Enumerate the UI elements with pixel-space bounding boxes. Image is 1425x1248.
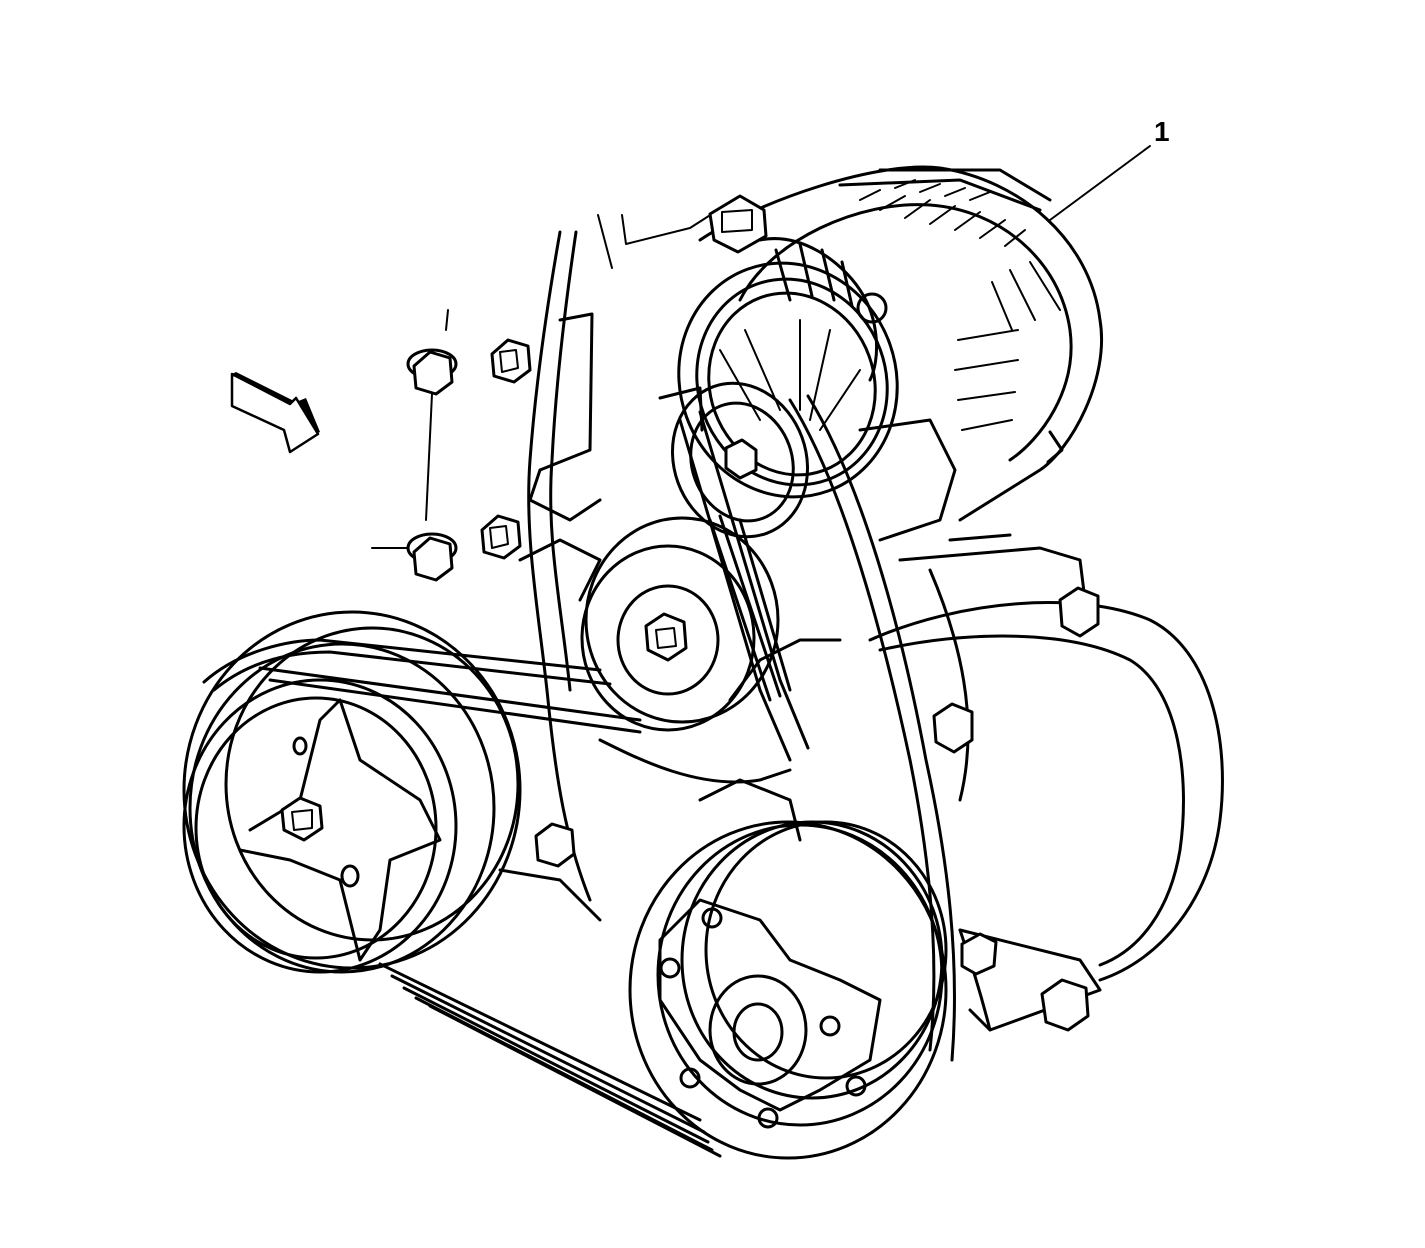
bolt [406,348,458,396]
bolt [1040,978,1090,1032]
callout-number: 1 [1154,116,1170,147]
idler-pulley [580,516,780,732]
bolt [534,822,576,868]
view-direction-arrow-icon [230,372,320,454]
crankshaft-pulley [182,610,522,974]
alternator-pulley [670,261,899,539]
engine-block-outline [498,211,842,922]
serpentine-belt [202,394,956,1158]
bolt [490,338,532,384]
bolt-cluster [371,309,1100,1032]
alternator [698,165,1103,542]
bolt [1058,586,1100,638]
bolt [960,932,998,976]
compressor-pulley [628,820,948,1160]
bolt [932,702,974,754]
bolt [406,532,458,582]
callout-leader [1049,145,1151,221]
housing-cover [868,533,1224,1032]
bolt [480,514,522,560]
